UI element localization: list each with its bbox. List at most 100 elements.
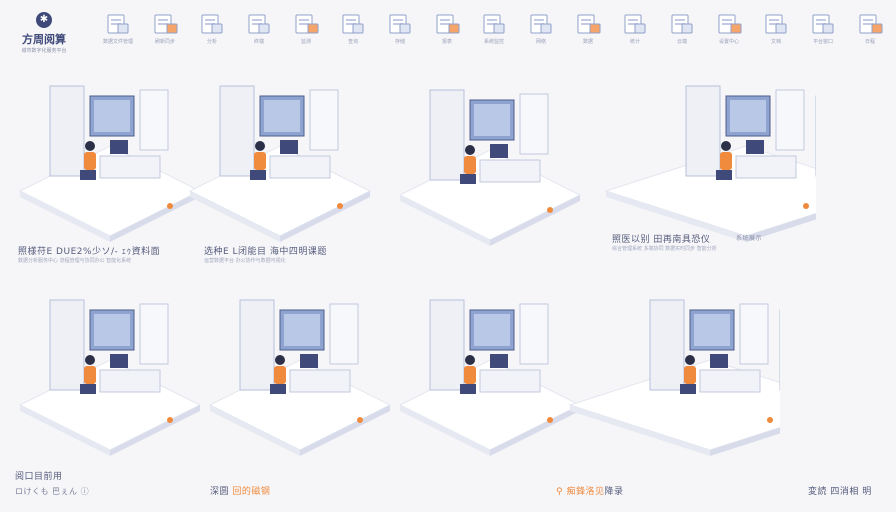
toolbar-item: 存储 xyxy=(378,12,422,45)
server-rack xyxy=(429,89,465,181)
toolbar-item-label: 查询 xyxy=(347,39,358,45)
footer-subtitle: ロけくも 巴ぇん ⓘ xyxy=(15,486,89,497)
computer-screen xyxy=(746,140,764,154)
toolbar-item-label: 日程 xyxy=(864,39,875,45)
person-body xyxy=(274,366,286,384)
person-head xyxy=(275,355,285,365)
toolbar-item-label: 平台窗口 xyxy=(812,39,833,45)
desk xyxy=(699,369,761,393)
desk xyxy=(479,369,541,393)
toolbar-item-label: 云端 xyxy=(676,39,687,45)
database-icon xyxy=(577,14,601,34)
desk xyxy=(735,155,797,179)
logo-subtitle: 城市数字化服务平台 xyxy=(21,48,67,54)
caption-title: 照医以别 田再南具恐仪 xyxy=(612,235,711,245)
caption-body: 数据分析服务中心 流程管理与协同办公 智能化系统 xyxy=(18,258,132,264)
toolbar-item: 云端 xyxy=(660,12,704,45)
office-scene xyxy=(604,85,816,242)
toolbar-item-label: 监测 xyxy=(300,39,311,45)
office-scene xyxy=(568,299,780,456)
person-head xyxy=(465,145,475,155)
toolbar-item-label: 报表 xyxy=(441,39,452,45)
toolbar-item-label: 文档 xyxy=(770,39,781,45)
footer-caption-text: 降录 xyxy=(604,487,624,497)
person-head xyxy=(255,141,265,151)
cabinet xyxy=(139,89,169,151)
footer-caption-text: 深圆 xyxy=(210,487,230,497)
computer-screen xyxy=(490,144,508,158)
desk xyxy=(99,155,161,179)
form-icon xyxy=(201,14,223,34)
toolbar-item: 刷新同步 xyxy=(143,12,187,45)
caption-body: 综合管理系统 多端协同 数据实时同步 智能分析 xyxy=(612,246,717,252)
chair xyxy=(80,384,96,394)
toolbar-item-label: 刷新同步 xyxy=(154,39,175,45)
office-scene xyxy=(208,299,392,456)
office-scene xyxy=(188,85,372,242)
person-body xyxy=(684,366,696,384)
toolbar-item: 统计 xyxy=(613,12,657,45)
person-body xyxy=(84,366,96,384)
computer-screen xyxy=(110,140,128,154)
document-server-icon xyxy=(107,14,129,34)
toolbar-item: 文档 xyxy=(754,12,798,45)
logo-icon: ✱ xyxy=(36,12,52,28)
office-scene xyxy=(398,299,582,456)
browser-icon xyxy=(530,14,552,34)
cabinet xyxy=(139,303,169,365)
toolbar-item-label: 存储 xyxy=(394,39,405,45)
calendar-icon xyxy=(859,14,883,34)
toolbar-item-label: 终端 xyxy=(253,39,264,45)
footer-title: 阅口目前用 xyxy=(15,472,63,482)
toolbar-item: 报表 xyxy=(425,12,469,45)
chair xyxy=(680,384,696,394)
toolbar-item-label: 分析 xyxy=(206,39,217,45)
person-body xyxy=(84,152,96,170)
gauge-icon xyxy=(295,14,319,34)
desk xyxy=(269,155,331,179)
server-rack xyxy=(649,299,685,391)
person-head xyxy=(85,141,95,151)
search-icon xyxy=(342,14,364,34)
server-rack xyxy=(239,299,275,391)
chair xyxy=(250,170,266,180)
info-icon: ⓘ xyxy=(80,487,90,496)
chair xyxy=(270,384,286,394)
server-rack xyxy=(219,85,255,177)
chair xyxy=(460,384,476,394)
chart-icon xyxy=(436,14,460,34)
footer-subtitle-text: ロけくも 巴ぇん xyxy=(15,487,78,496)
logo: ✱ 方周阅算 城市数字化服务平台 xyxy=(14,12,74,54)
location-pin-icon: ⚲ xyxy=(556,487,564,497)
cabinet xyxy=(519,93,549,155)
cabinet xyxy=(519,303,549,365)
toolbar-item: 设置中心 xyxy=(707,12,751,45)
footer-caption-2: 深圆 回的磁钢 xyxy=(210,484,270,497)
person-head xyxy=(721,141,731,151)
office-scene xyxy=(18,85,202,242)
computer-screen xyxy=(110,354,128,368)
chair xyxy=(80,170,96,180)
settings-icon xyxy=(718,14,742,34)
toolbar-item: 查询 xyxy=(331,12,375,45)
person-body xyxy=(720,152,732,170)
office-scene xyxy=(18,299,202,456)
computer-screen xyxy=(490,354,508,368)
toolbar-item: 数据 xyxy=(566,12,610,45)
footer-caption-highlight: 回的磁钢 xyxy=(232,487,271,497)
logo-title: 方周阅算 xyxy=(22,33,66,46)
toolbar-item-label: 统计 xyxy=(629,39,640,45)
cabinet xyxy=(329,303,359,365)
server-rack xyxy=(49,85,85,177)
toolbar-item: 终端 xyxy=(237,12,281,45)
server-rack xyxy=(49,299,85,391)
window-icon xyxy=(812,14,834,34)
desk xyxy=(289,369,351,393)
toolbar-item: 平台窗口 xyxy=(801,12,845,45)
toolbar-item-label: 设置中心 xyxy=(718,39,739,45)
table-icon xyxy=(624,14,646,34)
desk xyxy=(99,369,161,393)
toolbar-item: 监测 xyxy=(284,12,328,45)
caption-tag: 系统展示 xyxy=(736,235,763,242)
computer-screen xyxy=(710,354,728,368)
